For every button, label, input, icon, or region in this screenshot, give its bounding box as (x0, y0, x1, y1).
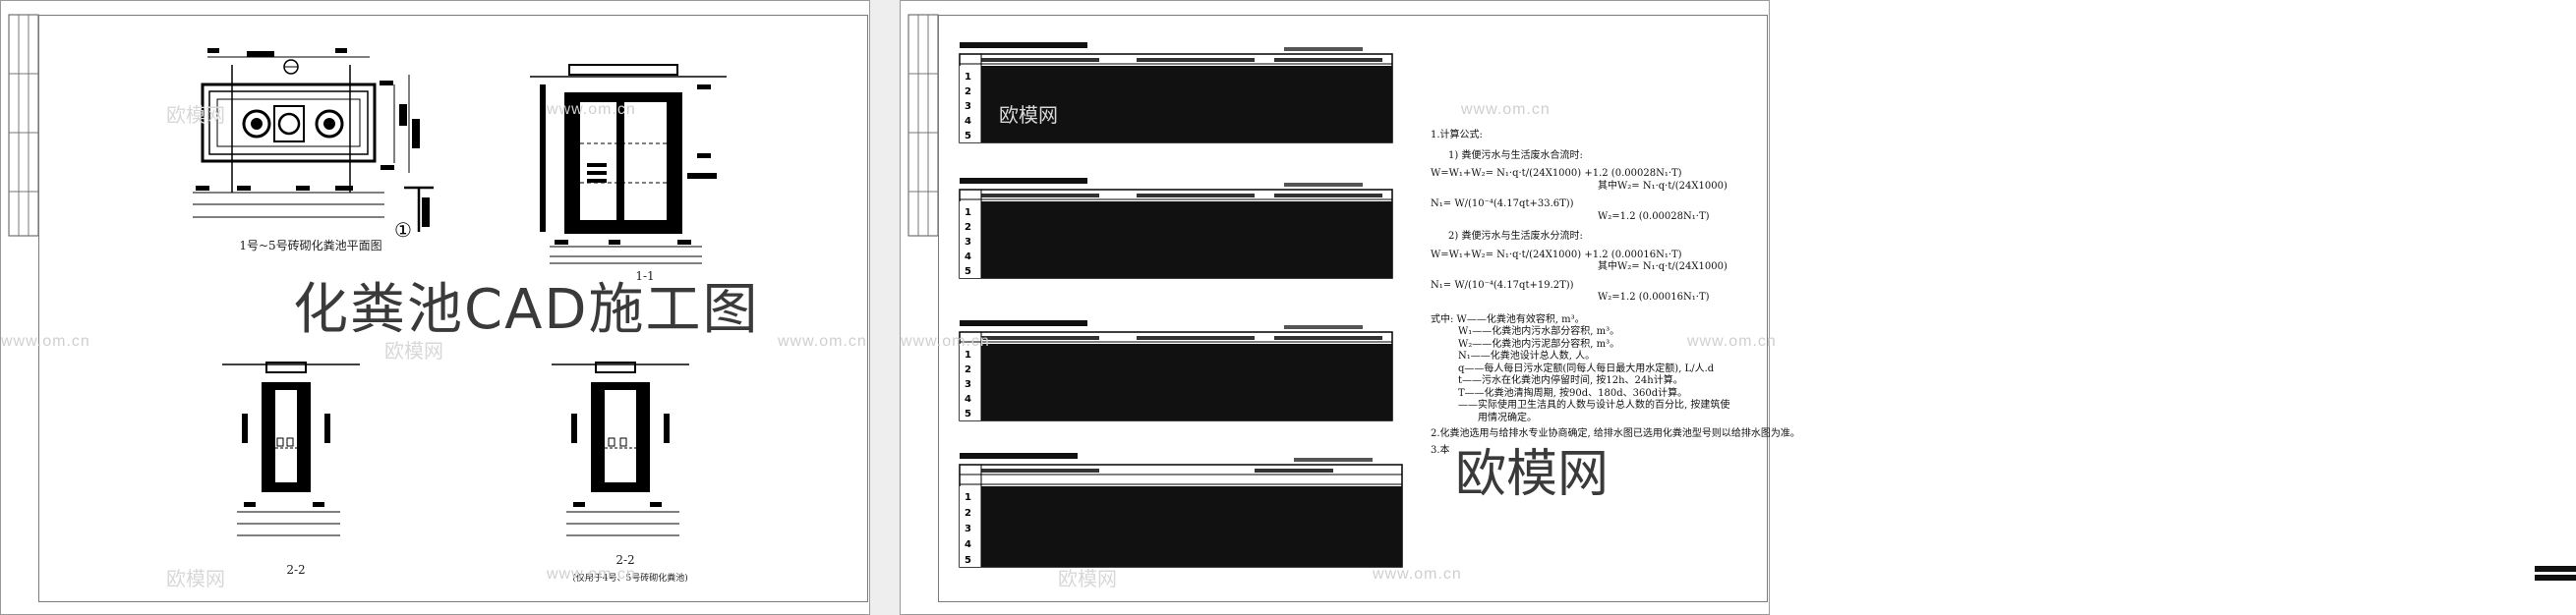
selection-table-3: 1 2 3 4 5 (959, 320, 1393, 421)
formula-item-2: 2) 粪便污水与生活废水分流时: (1448, 231, 1583, 242)
plan-caption: 1号~5号砖砌化粪池平面图 (239, 239, 382, 252)
watermark-url: www.om.cn (778, 333, 867, 350)
svg-text:1: 1 (965, 72, 971, 83)
svg-text:2: 2 (965, 508, 971, 519)
svg-text:4: 4 (965, 116, 971, 127)
formula-eq2c: N₁= W/(10⁻⁴(4.17qt+19.2T)) (1431, 279, 1574, 291)
formula-legend: t——污水在化粪池内停留时间, 按12h、24h计算。 (1458, 375, 1683, 386)
drawing-border (938, 15, 1768, 602)
title-block-strip (8, 14, 39, 237)
watermark-brand: 欧模网 (999, 103, 1058, 127)
formula-item-1: 1) 粪便污水与生活废水合流时: (1448, 149, 1583, 161)
formula-legend: W₁——化粪池内污水部分容积, m³。 (1458, 326, 1620, 337)
svg-text:5: 5 (965, 555, 971, 566)
formula-eq2d: W₂=1.2 (0.00016N₁·T) (1598, 292, 1710, 303)
svg-text:3: 3 (965, 379, 971, 390)
formula-eq1c: N₁= W/(10⁻⁴(4.17qt+33.6T)) (1431, 198, 1574, 209)
watermark-url: www.om.cn (547, 566, 636, 583)
selection-table-1: 1 2 3 4 5 (959, 42, 1393, 143)
section-2-2-b-caption: 2-2 (615, 553, 635, 567)
septic-tank-section-2-2-a (222, 362, 360, 536)
svg-text:3: 3 (965, 524, 971, 534)
title-block-strip (907, 14, 939, 237)
svg-text:2: 2 (965, 222, 971, 233)
overlay-brand-logo: 欧模网 (1455, 445, 1610, 504)
watermark-brand: 欧模网 (1058, 567, 1117, 590)
svg-text:5: 5 (965, 131, 971, 141)
sheet-gap (870, 0, 900, 615)
formula-eq2a: W=W₁+W₂= N₁·q·t/(24X1000) +1.2 (0.00016N… (1431, 249, 1682, 260)
formula-legend: W₂——化粪池内污泥部分容积, m³。 (1458, 338, 1620, 350)
svg-text:1: 1 (965, 492, 971, 503)
section-1-1-caption: 1-1 (635, 269, 655, 283)
watermark-brand: 欧模网 (166, 103, 225, 127)
svg-text:5: 5 (965, 409, 971, 419)
formula-legend: T——化粪池清掏周期, 按90d、180d、360d计算。 (1458, 387, 1688, 399)
calculation-formula-block: 1.计算公式: 1) 粪便污水与生活废水合流时: W=W₁+W₂= N₁·q·t… (1431, 130, 1800, 457)
watermark-brand: 欧模网 (166, 567, 225, 590)
pipe-detail-marker: ① (394, 186, 434, 242)
formula-eq1d: W₂=1.2 (0.00028N₁·T) (1598, 210, 1710, 222)
svg-text:5: 5 (965, 266, 971, 277)
drawing-sheet-right: 1 2 3 4 5 1 2 3 4 5 1 2 3 4 5 (900, 0, 2576, 615)
svg-text:3: 3 (965, 101, 971, 112)
septic-tank-section-1-1 (530, 64, 727, 264)
formula-legend-head: 式中: W——化粪池有效容积, m³。 (1431, 313, 1585, 325)
drawing-border (38, 15, 868, 602)
drawing-sheet-left: ① 1号~5号砖砌化粪池平面图 1-1 (0, 0, 870, 615)
watermark-url: www.om.cn (1687, 333, 1777, 350)
sheet-title-stamp (2535, 566, 2576, 587)
svg-text:2: 2 (965, 364, 971, 375)
formula-eq1b: 其中W₂= N₁·q·t/(24X1000) (1598, 180, 1727, 192)
formula-legend: 用情况确定。 (1478, 412, 1537, 423)
watermark-brand: 欧模网 (384, 339, 443, 363)
watermark-url: www.om.cn (901, 333, 990, 350)
formula-legend: N₁——化粪池设计总人数, 人。 (1458, 351, 1596, 362)
section-2-2-a-caption: 2-2 (286, 563, 306, 577)
svg-text:4: 4 (965, 252, 971, 262)
watermark-url: www.om.cn (1, 333, 90, 350)
watermark-url: www.om.cn (547, 101, 636, 118)
svg-text:1: 1 (965, 207, 971, 218)
formula-heading: 1.计算公式: (1431, 130, 1483, 140)
svg-text:4: 4 (965, 394, 971, 405)
svg-text:2: 2 (965, 86, 971, 97)
formula-eq1a: W=W₁+W₂= N₁·q·t/(24X1000) +1.2 (0.00028N… (1431, 168, 1682, 179)
selection-table-4: 1 2 3 4 5 (959, 453, 1403, 568)
svg-text:3: 3 (965, 237, 971, 248)
formula-eq2b: 其中W₂= N₁·q·t/(24X1000) (1598, 261, 1727, 272)
watermark-url: www.om.cn (1373, 566, 1462, 583)
formula-note-3: 3.本 (1431, 444, 1450, 456)
septic-tank-section-2-2-b (552, 362, 689, 536)
septic-tank-plan-view (193, 48, 420, 218)
svg-text:1: 1 (965, 350, 971, 361)
formula-legend: q——每人每日污水定额(同每人每日最大用水定额), L/人.d (1458, 363, 1715, 374)
svg-text:4: 4 (965, 539, 971, 550)
watermark-url: www.om.cn (1461, 101, 1551, 118)
selection-table-2: 1 2 3 4 5 (959, 178, 1393, 279)
overlay-banner-title: 化粪池CAD施工图 (293, 278, 760, 342)
section-2-2-b-note: (仅用于4号、5号砖砌化粪池) (572, 574, 688, 584)
formula-note-2: 2.化粪池选用与给排水专业协商确定, 给排水图已选用化粪池型号则以给排水图为准。 (1431, 428, 1800, 439)
formula-legend: ——实际使用卫生洁具的人数与设计总人数的百分比, 按建筑使 (1458, 400, 1730, 411)
detail-marker-text: ① (394, 218, 412, 242)
